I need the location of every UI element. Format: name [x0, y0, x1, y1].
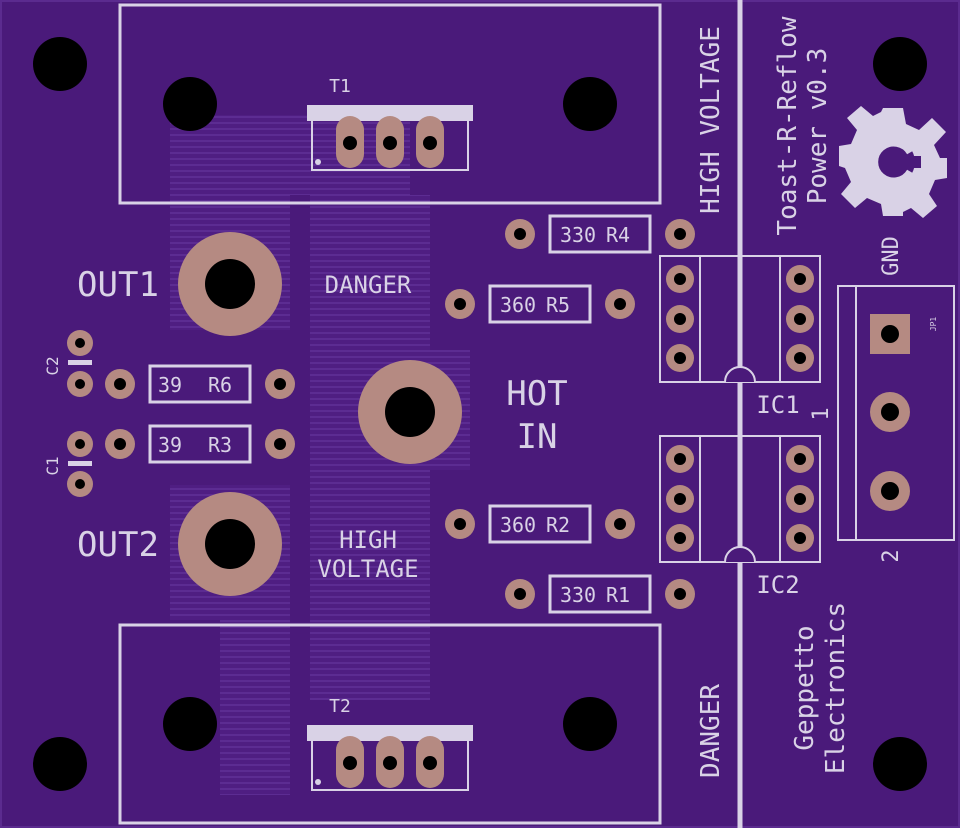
out2-label: OUT2: [77, 525, 159, 565]
ic2-optocoupler: IC2: [659, 435, 821, 599]
gnd-label: GND: [879, 236, 904, 276]
triac-t2: T2: [118, 623, 662, 825]
ic2-label: IC2: [756, 571, 799, 599]
out1-label: OUT1: [77, 265, 159, 305]
danger-right-label: DANGER: [696, 684, 726, 778]
mounting-holes: [33, 37, 927, 791]
ic1-label: IC1: [756, 391, 799, 419]
resistor-r4: 330 R4: [505, 214, 695, 254]
r4-value: 330: [560, 223, 596, 247]
out2-terminal: [178, 492, 282, 596]
capacitor-c1: C1: [43, 431, 93, 497]
open-hardware-logo: [839, 106, 947, 218]
resistor-r6: 39 R6: [105, 364, 295, 404]
r1-value: 330: [560, 583, 596, 607]
high-center-label: HIGH: [339, 526, 397, 554]
r1-ref: R1: [606, 583, 630, 607]
title-line1: Toast-R-Reflow: [773, 16, 803, 235]
c2-label: C2: [43, 356, 62, 375]
t2-label: T2: [329, 696, 351, 717]
r6-ref: R6: [208, 373, 232, 397]
r3-ref: R3: [208, 433, 232, 457]
resistor-r5: 360 R5: [445, 284, 635, 324]
r5-ref: R5: [546, 293, 570, 317]
resistor-r1: 330 R1: [505, 574, 695, 614]
t1-label: T1: [329, 76, 351, 97]
ic1-optocoupler: IC1: [659, 255, 821, 419]
title-line2: Power v0.3: [803, 48, 833, 205]
resistor-r3: 39 R3: [105, 424, 295, 464]
r2-ref: R2: [546, 513, 570, 537]
triac-t1: T1: [118, 3, 662, 205]
high-voltage-right-label: HIGH VOLTAGE: [696, 26, 726, 214]
in-label: IN: [517, 417, 558, 457]
r4-ref: R4: [606, 223, 630, 247]
r5-value: 360: [500, 293, 536, 317]
pin1-label: 1: [809, 407, 834, 420]
resistor-r2: 360 R2: [445, 504, 635, 544]
voltage-center-label: VOLTAGE: [317, 555, 418, 583]
maker-line2: Electronics: [821, 602, 851, 774]
danger-center-label: DANGER: [325, 271, 412, 299]
pin2-label: 2: [879, 549, 904, 562]
hot-in-terminal: [358, 360, 462, 464]
maker-line1: Geppetto: [790, 625, 820, 750]
out1-terminal: [178, 232, 282, 336]
jp1-label: JP1: [929, 317, 938, 332]
r3-value: 39: [158, 433, 182, 457]
capacitor-c2: C2: [43, 330, 93, 397]
r2-value: 360: [500, 513, 536, 537]
c1-label: C1: [43, 456, 62, 475]
r6-value: 39: [158, 373, 182, 397]
hot-label: HOT: [506, 374, 567, 414]
jp1-connector: JP1 GND 1 2: [809, 236, 955, 563]
